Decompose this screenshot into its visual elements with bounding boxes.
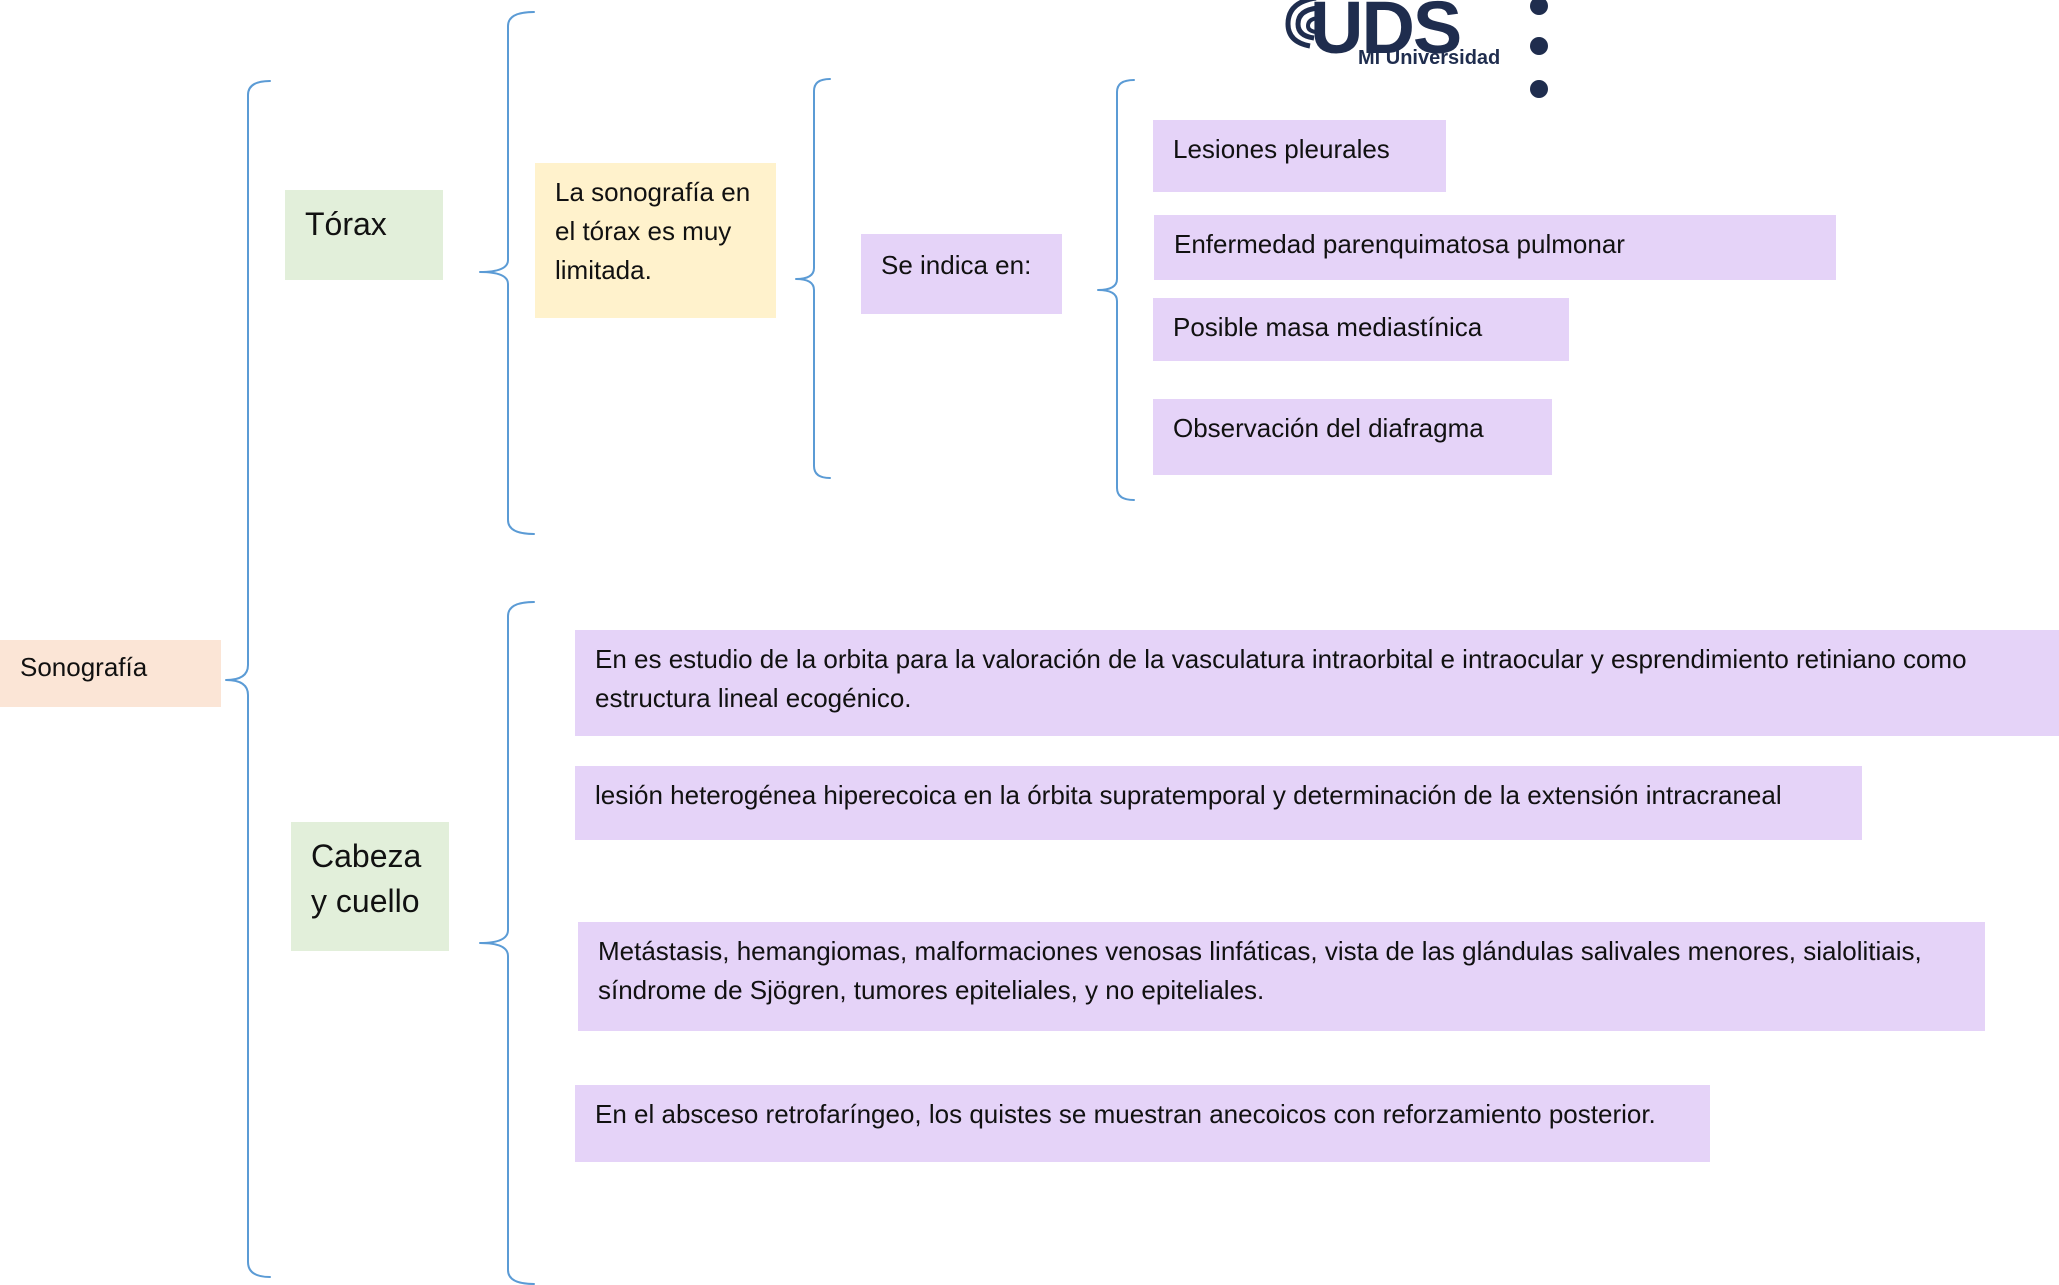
cabeza-item: lesión heterogénea hiperecoica en la órb… bbox=[575, 766, 1862, 840]
torax-note: La sonografía en el tórax es muy limitad… bbox=[535, 163, 776, 318]
root-label: Sonografía bbox=[20, 652, 148, 682]
torax-item-text: Posible masa mediastínica bbox=[1173, 312, 1483, 342]
category-cabeza-cuello-label: Cabeza y cuello bbox=[311, 838, 422, 919]
torax-item: Observación del diafragma bbox=[1153, 399, 1552, 475]
se-indica-label: Se indica en: bbox=[881, 250, 1032, 280]
cabeza-item-text: En es estudio de la orbita para la valor… bbox=[595, 644, 1967, 713]
torax-bracket bbox=[479, 11, 535, 535]
cabeza-item-text: Metástasis, hemangiomas, malformaciones … bbox=[598, 936, 1922, 1005]
category-torax-label: Tórax bbox=[305, 206, 387, 242]
torax-item-text: Enfermedad parenquimatosa pulmonar bbox=[1174, 229, 1625, 259]
items-bracket bbox=[1097, 79, 1135, 501]
category-cabeza-cuello: Cabeza y cuello bbox=[291, 822, 449, 951]
uds-logo: UDS Mi Universidad bbox=[1285, 0, 1560, 103]
cabeza-bracket bbox=[479, 601, 535, 1285]
logo-wordmark: UDS bbox=[1310, 0, 1462, 69]
se-indica-bracket bbox=[795, 78, 831, 479]
se-indica-node: Se indica en: bbox=[861, 234, 1062, 314]
uds-logo-icon bbox=[1285, 0, 1319, 49]
cabeza-item-text: En el absceso retrofaríngeo, los quistes… bbox=[595, 1099, 1656, 1129]
torax-item-text: Observación del diafragma bbox=[1173, 413, 1484, 443]
torax-item: Lesiones pleurales bbox=[1153, 120, 1446, 192]
category-torax: Tórax bbox=[285, 190, 443, 280]
root-node: Sonografía bbox=[0, 640, 221, 707]
torax-item: Enfermedad parenquimatosa pulmonar bbox=[1154, 215, 1836, 280]
cabeza-item: En es estudio de la orbita para la valor… bbox=[575, 630, 2059, 736]
logo-dots-icon bbox=[1530, 0, 1548, 98]
logo-tagline: Mi Universidad bbox=[1358, 47, 1501, 69]
torax-item-text: Lesiones pleurales bbox=[1173, 134, 1390, 164]
cabeza-item: Metástasis, hemangiomas, malformaciones … bbox=[578, 922, 1985, 1031]
root-bracket bbox=[225, 80, 271, 1278]
cabeza-item-text: lesión heterogénea hiperecoica en la órb… bbox=[595, 780, 1782, 810]
torax-note-text: La sonografía en el tórax es muy limitad… bbox=[555, 177, 751, 285]
torax-item: Posible masa mediastínica bbox=[1153, 298, 1569, 361]
cabeza-item: En el absceso retrofaríngeo, los quistes… bbox=[575, 1085, 1710, 1162]
